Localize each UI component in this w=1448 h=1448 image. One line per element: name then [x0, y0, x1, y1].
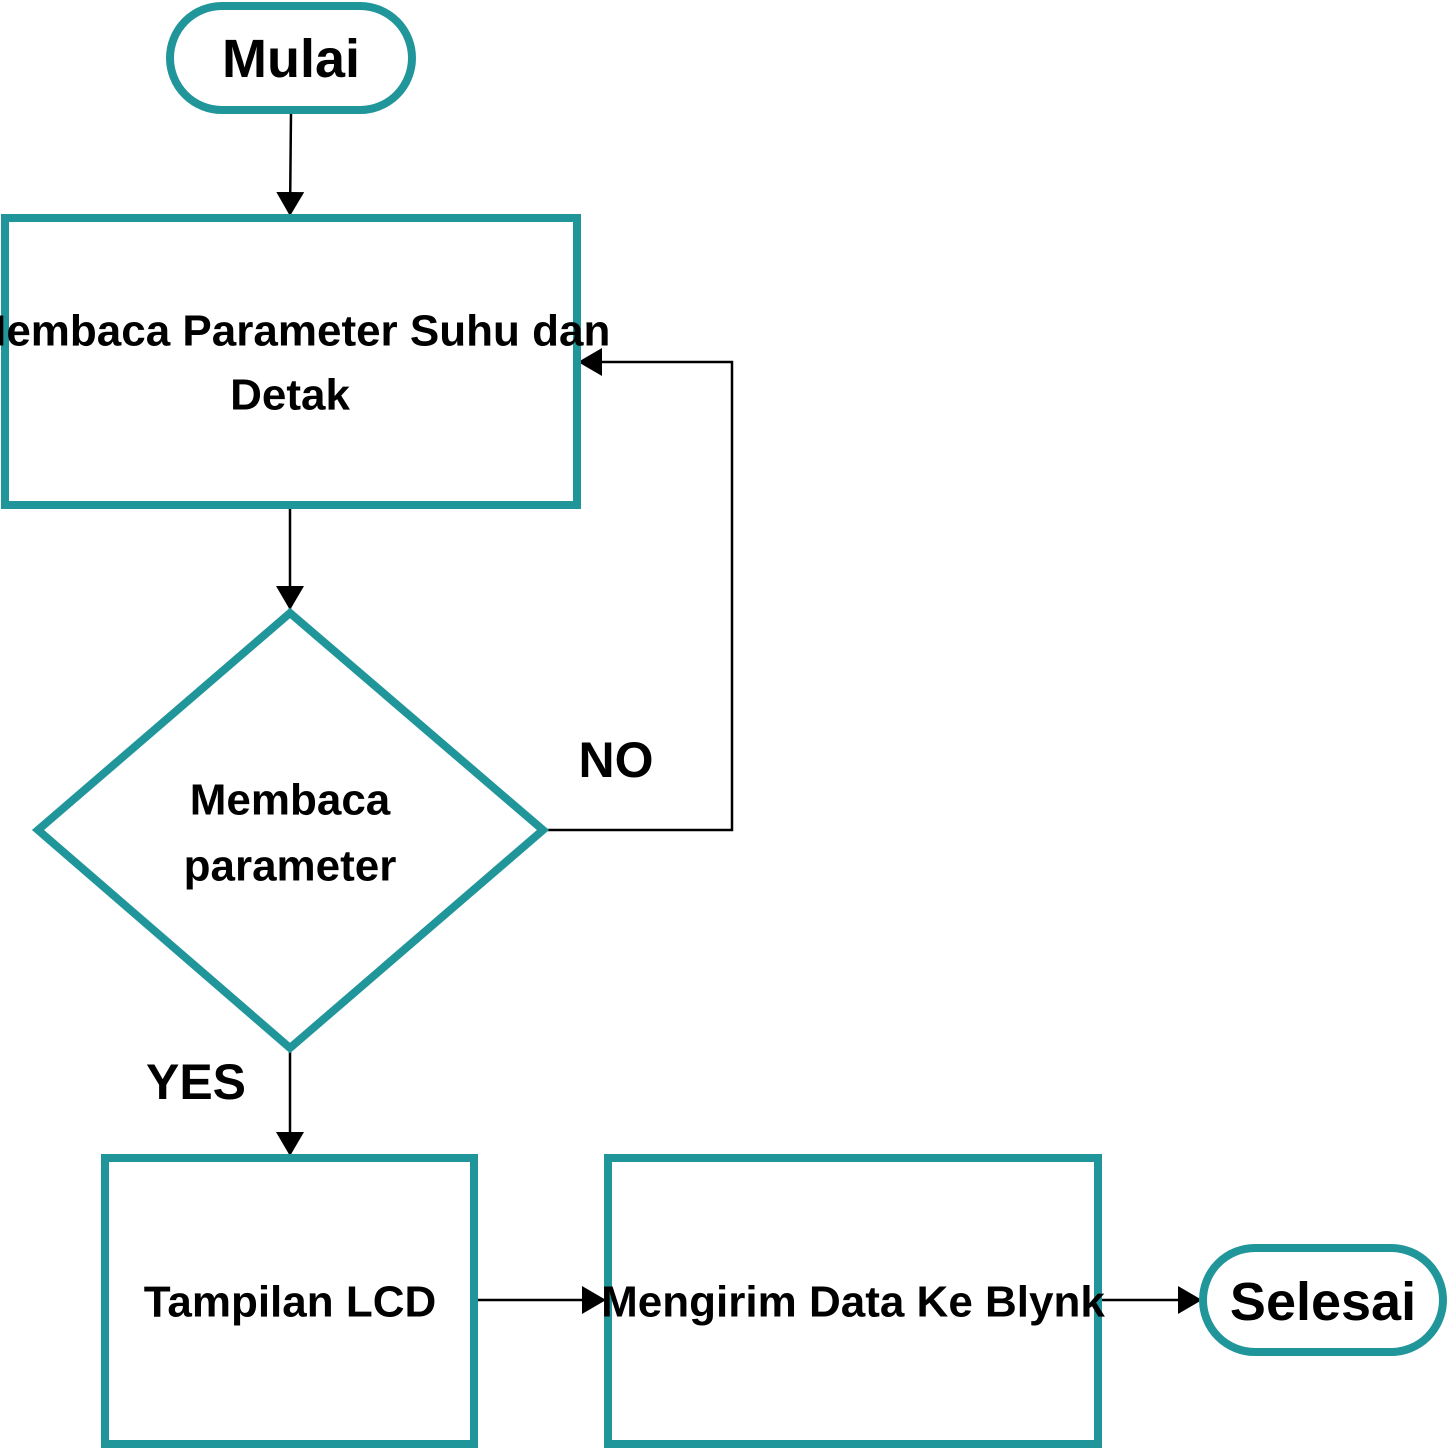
- start-terminal: [166, 2, 416, 114]
- arrow-no-loop-back: [544, 348, 734, 832]
- read-sensors-process: [1, 214, 581, 509]
- read-sensors-label-line2: Detak: [230, 371, 350, 420]
- end-label: Selesai: [1230, 1272, 1416, 1332]
- lcd-display-process: [101, 1154, 478, 1448]
- decision-label-line1: Membaca: [190, 776, 391, 825]
- send-blynk-process: [604, 1154, 1102, 1448]
- branch-yes-label: YES: [146, 1054, 246, 1110]
- send-blynk-label: Mengirim Data Ke Blynk: [601, 1278, 1105, 1327]
- read-sensors-label-line1: Membaca Parameter Suhu dan: [0, 307, 610, 356]
- lcd-display-label: Tampilan LCD: [144, 1278, 437, 1327]
- decision-label-line2: parameter: [184, 842, 397, 891]
- arrow-start-to-read: [276, 111, 305, 217]
- start-label: Mulai: [222, 29, 360, 89]
- branch-no-label: NO: [579, 732, 654, 788]
- decision-diamond: [31, 607, 550, 1054]
- end-terminal: [1199, 1244, 1447, 1356]
